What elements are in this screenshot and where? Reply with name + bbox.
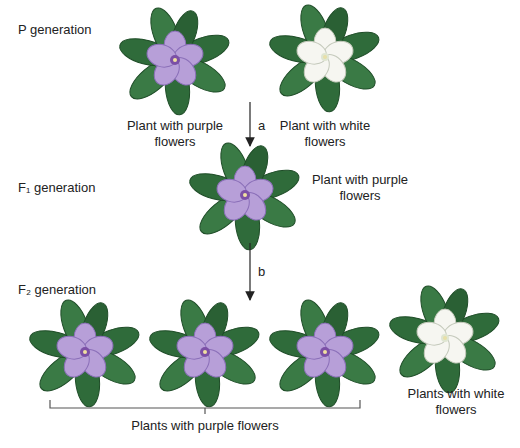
cross-arrow: [249, 102, 250, 146]
purple-plant: [267, 296, 383, 408]
white-plant: [387, 282, 503, 394]
bracket-tick: [204, 408, 205, 414]
text-label: b: [258, 264, 278, 280]
purple-plant: [147, 296, 263, 408]
text-label: Plant with purple flowers: [305, 172, 415, 204]
text-label: P generation: [18, 22, 148, 38]
purple-plant: [117, 4, 233, 116]
text-label: F₁ generation: [18, 180, 148, 196]
text-label: Plant with purple flowers: [110, 118, 240, 150]
purple-plant: [27, 296, 143, 408]
self-arrow: [249, 243, 250, 300]
white-plant: [267, 1, 383, 113]
text-label: F₂ generation: [18, 282, 148, 298]
text-label: Plants with purple flowers: [105, 418, 305, 434]
text-label: Plants with white flowers: [400, 386, 512, 418]
text-label: Plant with white flowers: [262, 118, 388, 150]
group-bracket: [50, 400, 360, 408]
purple-plant: [187, 139, 303, 251]
text-label: a: [258, 118, 278, 134]
